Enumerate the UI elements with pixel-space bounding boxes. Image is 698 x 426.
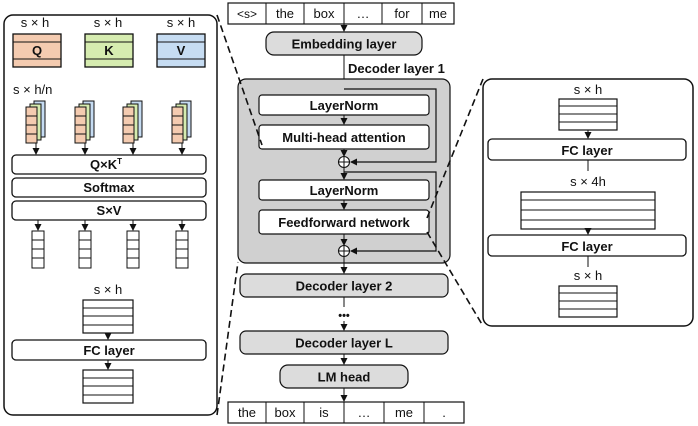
ffn-fc2-label: FC layer <box>561 239 612 254</box>
residual-connection <box>344 171 437 255</box>
head-output <box>126 230 140 269</box>
head-output <box>175 230 189 269</box>
residual-connection <box>344 88 437 166</box>
output-token: me <box>395 405 413 420</box>
input-token-row: <s> the box … for me <box>227 2 455 25</box>
embedding-layer-label: Embedding layer <box>292 37 397 52</box>
v-dim-label: s × h <box>167 15 196 30</box>
ffn-in-dim-label: s × h <box>574 82 603 97</box>
output-token: box <box>275 405 296 420</box>
input-token: the <box>276 6 294 21</box>
attn-out-dim-label: s × h <box>94 282 123 297</box>
head-output <box>78 230 92 269</box>
q-label: Q <box>32 43 42 58</box>
attn-fc-output-matrix <box>82 369 134 404</box>
qk-transpose-op <box>11 154 207 175</box>
ffn-output-matrix <box>558 285 618 318</box>
layernorm-1-label: LayerNorm <box>310 98 379 113</box>
head-output <box>31 230 45 269</box>
k-dim-label: s × h <box>94 15 123 30</box>
decoder-layer-l-label: Decoder layer L <box>295 336 393 351</box>
attention-head-stack <box>122 100 143 144</box>
attn-fc-label: FC layer <box>83 343 134 358</box>
input-token: <s> <box>237 7 257 21</box>
ffn-fc1-label: FC layer <box>561 143 612 158</box>
input-token: box <box>314 6 335 21</box>
q-matrix <box>12 33 62 68</box>
input-token: me <box>429 6 447 21</box>
layernorm-2-label: LayerNorm <box>310 183 379 198</box>
sv-label: S×V <box>97 203 122 218</box>
ffn-fc-layer-1 <box>487 138 687 161</box>
decoder-layer-2-label: Decoder layer 2 <box>296 279 393 294</box>
k-matrix <box>84 33 134 68</box>
ffn-hidden-matrix <box>520 191 656 230</box>
output-token: . <box>442 405 446 420</box>
head-dim-label: s × h/n <box>13 82 52 97</box>
attention-head-stack <box>171 100 192 144</box>
attn-fc-layer <box>11 339 207 361</box>
output-token: is <box>319 405 329 420</box>
ellipsis-dots: ••• <box>338 310 350 322</box>
feedforward-network-label: Feedforward network <box>278 215 410 230</box>
ffn-fc-layer-2 <box>487 234 687 257</box>
multi-head-attention-label: Multi-head attention <box>282 130 406 145</box>
ffn-mid-dim-label: s × 4h <box>570 174 606 189</box>
input-token: … <box>357 6 370 21</box>
decoder-layer-1-label: Decoder layer 1 <box>348 61 445 76</box>
add-node <box>337 155 351 169</box>
zoom-line <box>216 261 239 416</box>
attn-output-matrix <box>82 299 134 334</box>
ffn-out-dim-label: s × h <box>574 268 603 283</box>
output-token: the <box>238 405 256 420</box>
qk-transpose-label: Q×KT <box>90 157 122 172</box>
lm-head-label: LM head <box>318 370 371 385</box>
zoom-line <box>426 78 484 219</box>
v-matrix <box>156 33 206 68</box>
attention-head-stack <box>74 100 95 144</box>
input-token: for <box>394 6 410 21</box>
softmax-label: Softmax <box>83 180 135 195</box>
output-token: … <box>358 405 371 420</box>
add-node <box>337 244 351 258</box>
output-token-row: the box is … me . <box>227 401 465 424</box>
softmax-op <box>11 177 207 198</box>
v-label: V <box>177 43 186 58</box>
sv-op <box>11 200 207 221</box>
ffn-input-matrix <box>558 98 618 131</box>
zoom-line <box>216 14 263 146</box>
q-dim-label: s × h <box>21 15 50 30</box>
k-label: K <box>104 43 114 58</box>
attention-head-stack <box>25 100 46 144</box>
zoom-line <box>426 231 484 327</box>
